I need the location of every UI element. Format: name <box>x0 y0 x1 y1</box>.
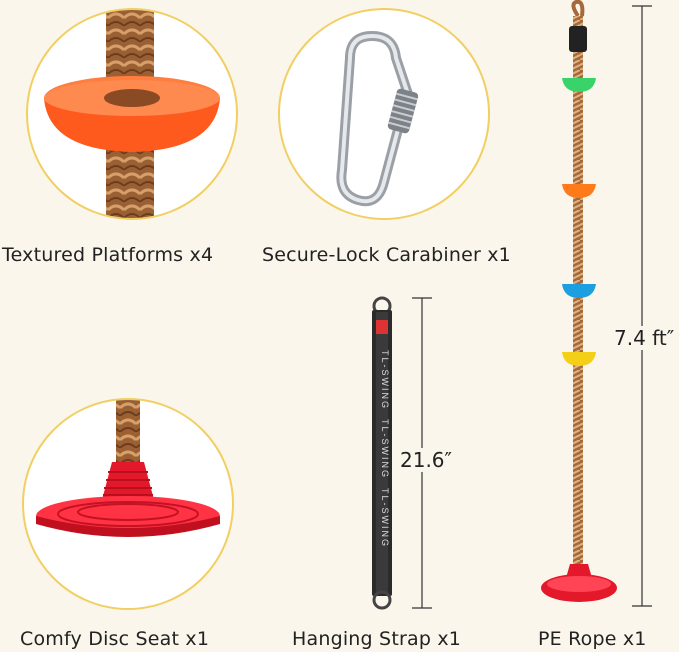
disc-seat-small <box>541 564 617 602</box>
carabiner-caption: Secure-Lock Carabiner x1 <box>262 244 511 266</box>
disc-seat-photo-circle <box>22 398 234 610</box>
platform-green <box>562 78 596 92</box>
seat-caption: Comfy Disc Seat x1 <box>20 628 210 650</box>
rope-caption: PE Rope x1 <box>538 628 647 650</box>
strap-length-label: 21.6″ <box>398 448 455 472</box>
pe-rope <box>541 0 617 602</box>
platform-orange <box>562 184 596 198</box>
platform-yellow <box>562 352 596 366</box>
platforms-caption: Textured Platforms x4 <box>2 244 214 266</box>
strap-print-text: TL-SWING TL-SWING TL-SWING <box>380 350 390 549</box>
platform-photo-circle <box>26 8 238 220</box>
platform-blue <box>562 284 596 298</box>
carabiner-photo-circle <box>278 8 490 220</box>
strap-caption: Hanging Strap x1 <box>292 628 462 650</box>
rope-length-label: 7.4 ft″ <box>612 326 677 350</box>
